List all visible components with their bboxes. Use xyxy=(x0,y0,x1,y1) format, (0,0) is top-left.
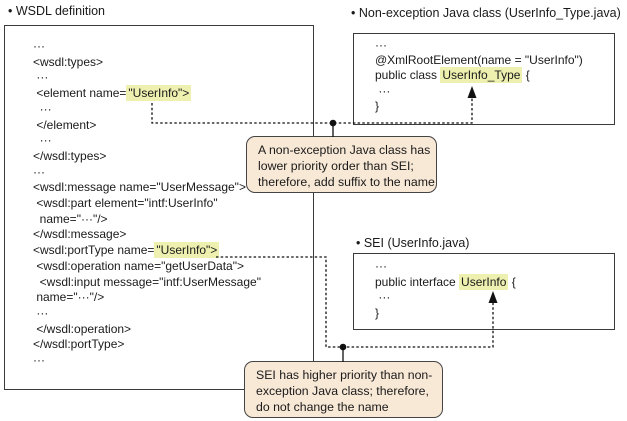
interface-declaration-line: public interface UserInfo { xyxy=(375,273,614,291)
porttype-name-highlight: "UserInfo"> xyxy=(154,242,220,259)
code-text: public interface xyxy=(375,274,460,289)
code-text: <element name= xyxy=(33,86,127,101)
code-line: <wsdl:types> xyxy=(33,54,104,69)
code-text: public class xyxy=(375,68,441,83)
element-name-highlight: "UserInfo"> xyxy=(126,85,192,102)
code-line: ··· xyxy=(33,353,45,368)
code-line: ··· xyxy=(33,133,52,148)
sei-code: ··· public interface UserInfo { ··· } xyxy=(354,254,614,322)
callout-text: SEI has higher priority than non- xyxy=(256,368,433,382)
code-line: @XmlRootElement(name = "UserInfo") xyxy=(375,53,583,68)
junction-dot xyxy=(329,119,337,127)
code-line: </element> xyxy=(33,117,97,132)
sei-priority-callout: SEI has higher priority than non- except… xyxy=(244,361,443,418)
sei-box: ··· public interface UserInfo { ··· } xyxy=(353,253,615,330)
code-line: <wsdl:message name="UserMessage"> xyxy=(33,180,246,195)
junction-dot xyxy=(339,343,347,351)
code-line: <wsdl:part element="intf:UserInfo" xyxy=(33,196,218,211)
non-exception-priority-callout: A non-exception Java class has lower pri… xyxy=(246,136,437,193)
code-line: ··· xyxy=(375,38,387,52)
callout-text: exception Java class; therefore, xyxy=(256,384,429,398)
code-line: } xyxy=(375,98,380,113)
code-line: ··· xyxy=(375,290,391,305)
code-line: </wsdl:message> xyxy=(33,227,127,242)
element-name-line: <element name="UserInfo"> xyxy=(33,85,313,102)
code-line: </wsdl:operation> xyxy=(33,321,132,336)
wsdl-code-panel: ··· <wsdl:types> ··· <element name="User… xyxy=(4,25,314,390)
sei-label: • SEI (UserInfo.java) xyxy=(356,236,470,250)
interface-name-highlight: UserInfo xyxy=(459,273,509,290)
callout-text: do not change the name xyxy=(256,400,389,414)
java-class-code: ··· @XmlRootElement(name = "UserInfo") p… xyxy=(354,34,614,114)
code-text: { xyxy=(522,68,530,83)
code-line: name="···"/> xyxy=(33,290,105,305)
code-line: name="···"/> xyxy=(33,211,108,226)
porttype-name-line: <wsdl:portType name="UserInfo"> xyxy=(33,242,313,259)
code-text: { xyxy=(508,274,516,289)
wsdl-code: ··· <wsdl:types> ··· <element name="User… xyxy=(5,26,313,369)
code-line: ··· xyxy=(33,101,52,116)
code-line: ··· xyxy=(33,164,45,179)
code-line: ··· xyxy=(375,83,391,98)
code-line: <wsdl:input message="intf:UserMessage" xyxy=(33,274,261,289)
class-declaration-line: public class UserInfo_Type { xyxy=(375,67,614,84)
code-text: <wsdl:portType name= xyxy=(33,243,155,258)
callout-text: A non-exception Java class has xyxy=(258,143,431,157)
code-line: </wsdl:types> xyxy=(33,148,107,163)
wsdl-definition-label: • WSDL definition xyxy=(8,4,106,18)
code-line: ··· xyxy=(33,39,45,53)
callout-text: lower priority order than SEI; xyxy=(258,159,414,173)
code-line: ··· xyxy=(33,70,49,85)
class-name-highlight: UserInfo_Type xyxy=(440,67,523,84)
code-line: ··· xyxy=(33,305,49,320)
non-exception-java-class-label: • Non-exception Java class (UserInfo_Typ… xyxy=(351,6,621,20)
non-exception-java-class-box: ··· @XmlRootElement(name = "UserInfo") p… xyxy=(353,33,615,125)
code-line: ··· xyxy=(375,259,387,273)
callout-text: therefore, add suffix to the name xyxy=(258,175,435,189)
code-line: } xyxy=(375,306,380,321)
code-line: </wsdl:portType> xyxy=(33,337,125,352)
code-line: <wsdl:operation name="getUserData"> xyxy=(33,258,244,273)
